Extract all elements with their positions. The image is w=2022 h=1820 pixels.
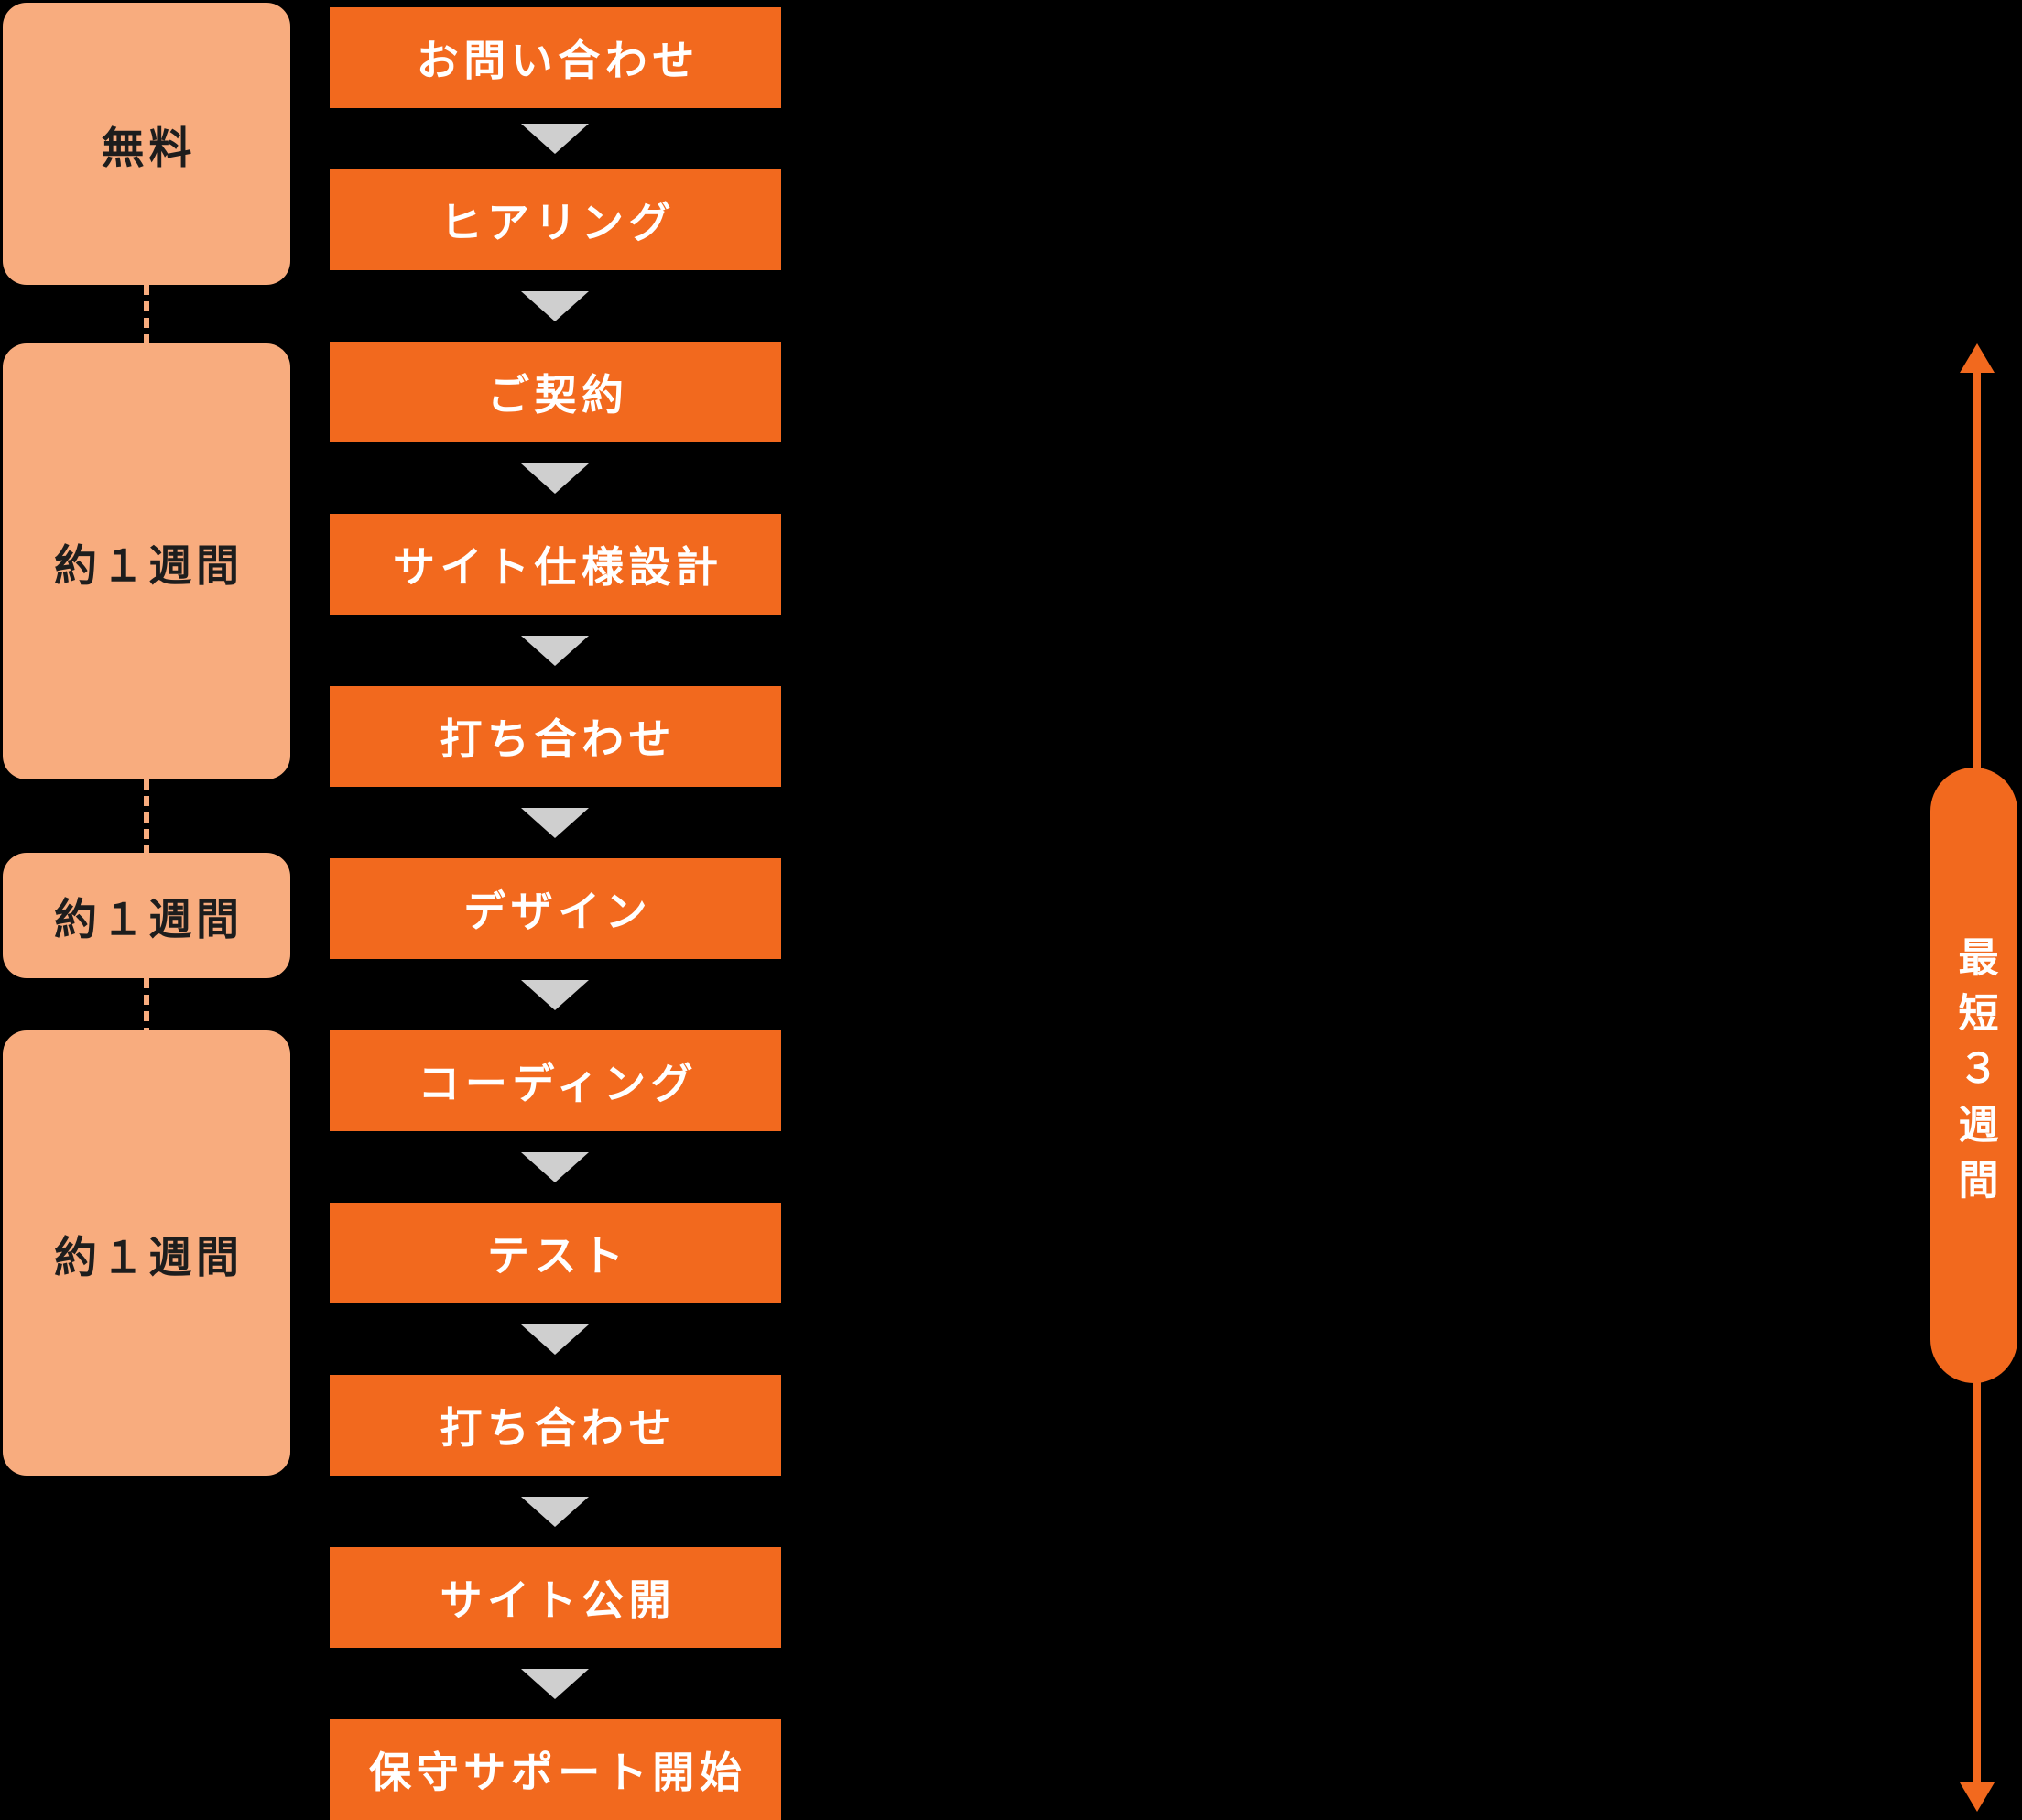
duration-box-week3: 約１週間	[3, 1030, 290, 1476]
process-step: テスト	[330, 1203, 781, 1303]
process-step-label: サイト仕様設計	[392, 542, 723, 592]
down-arrow-icon	[521, 1497, 589, 1527]
dashed-connector	[144, 779, 149, 853]
process-step: 保守サポート開始	[330, 1719, 781, 1820]
arrow-up-icon	[1960, 343, 1995, 373]
down-arrow-icon	[521, 980, 589, 1010]
process-step-label: お問い合わせ	[416, 36, 700, 85]
process-step: デザイン	[330, 858, 781, 959]
process-step-label: 保守サポート開始	[369, 1748, 747, 1797]
duration-box-free: 無料	[3, 3, 290, 285]
process-step-label: ヒアリング	[440, 198, 677, 247]
timeline-pill: 最短３週間	[1930, 768, 2017, 1383]
down-arrow-icon	[521, 124, 589, 154]
down-arrow-icon	[521, 808, 589, 838]
down-arrow-icon	[521, 636, 589, 666]
process-step: ヒアリング	[330, 169, 781, 270]
process-step: サイト公開	[330, 1547, 781, 1648]
process-step: コーディング	[330, 1030, 781, 1131]
process-step: 打ち合わせ	[330, 686, 781, 787]
down-arrow-icon	[521, 463, 589, 494]
duration-label: 約１週間	[53, 895, 244, 945]
process-step: お問い合わせ	[330, 7, 781, 108]
process-step-label: テスト	[486, 1231, 629, 1281]
duration-box-week2: 約１週間	[3, 853, 290, 978]
down-arrow-icon	[521, 1152, 589, 1182]
process-step: ご契約	[330, 342, 781, 442]
dashed-connector	[144, 978, 149, 1030]
timeline-label: 最短３週間	[1951, 936, 1998, 1215]
down-arrow-icon	[521, 291, 589, 321]
process-step-label: デザイン	[463, 887, 653, 936]
process-step-label: コーディング	[418, 1059, 699, 1108]
process-step-label: 打ち合わせ	[440, 714, 677, 764]
down-arrow-icon	[521, 1669, 589, 1699]
process-step-label: ご契約	[486, 370, 629, 420]
duration-label: 約１週間	[53, 1232, 244, 1283]
dashed-connector	[144, 285, 149, 343]
down-arrow-icon	[521, 1324, 589, 1355]
arrow-down-icon	[1960, 1782, 1995, 1812]
duration-label: 約１週間	[53, 540, 244, 592]
process-step-label: サイト公開	[440, 1575, 677, 1625]
process-step: サイト仕様設計	[330, 514, 781, 615]
duration-box-week1: 約１週間	[3, 343, 290, 779]
process-step: 打ち合わせ	[330, 1375, 781, 1476]
process-step-label: 打ち合わせ	[440, 1403, 677, 1453]
duration-label: 無料	[101, 123, 197, 174]
